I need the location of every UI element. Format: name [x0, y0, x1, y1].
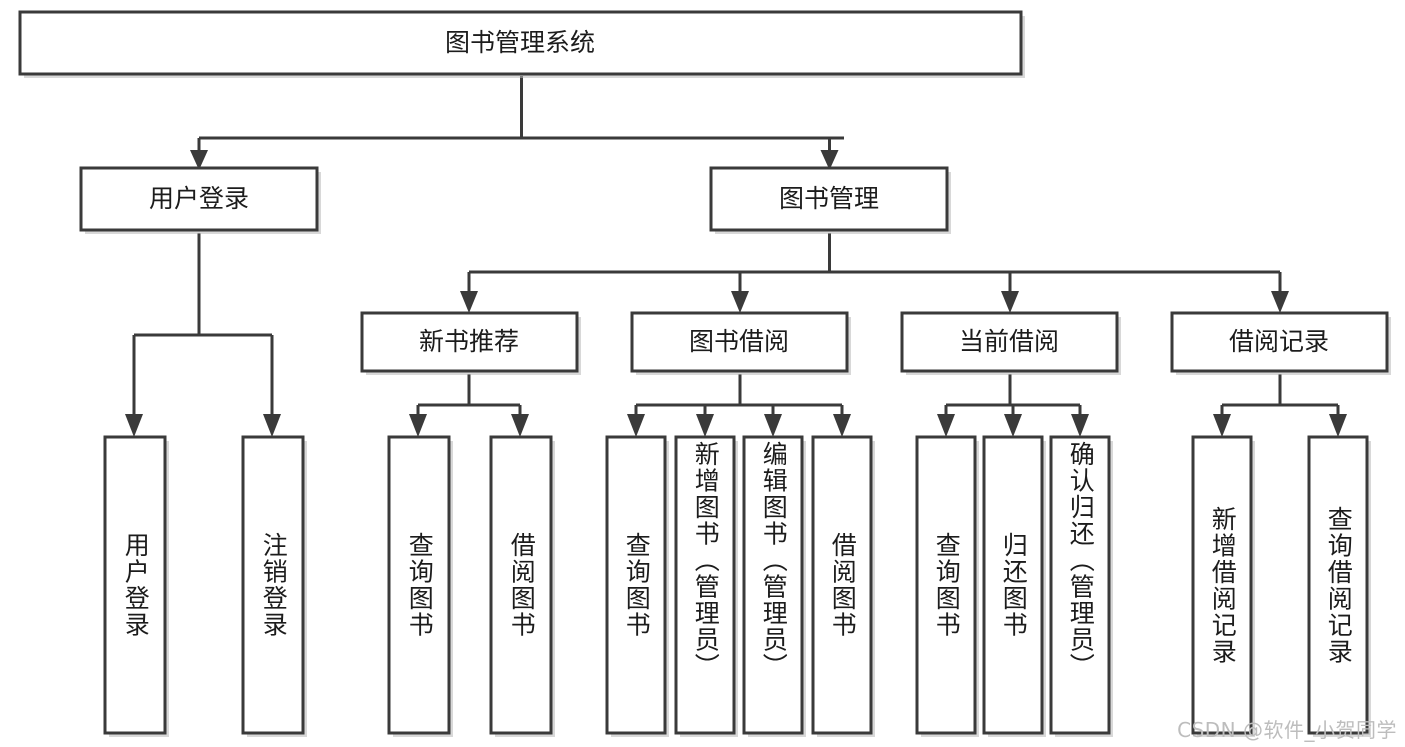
node-newbook-box[interactable] [360, 311, 579, 373]
node-current-box[interactable] [900, 311, 1119, 373]
arrow-head-login [190, 150, 208, 170]
arrow-head-leaf-13 [1329, 414, 1347, 437]
node-login[interactable]: 用户登录 [79, 166, 321, 234]
arrow-head-leaf-3 [409, 414, 427, 437]
arrow-head-leaf-7 [764, 414, 782, 437]
node-leaf-5-box[interactable] [605, 435, 667, 735]
edge-group-bookmgmt-children [460, 233, 1289, 313]
edge-group-root-to-level2 [190, 76, 844, 170]
node-bookmgmt-label: 图书管理 [779, 184, 879, 213]
node-leaf-6-box[interactable] [674, 435, 736, 735]
arrow-head-bookmgmt [820, 150, 839, 170]
node-root-label: 图书管理系统 [445, 28, 595, 57]
edge-group-current-children [937, 374, 1089, 437]
arrow-head-leaf-12 [1213, 414, 1231, 437]
arrow-head-newbook [460, 291, 478, 313]
arrow-head-leaf-1 [125, 414, 143, 437]
node-leaf-12-box[interactable] [1191, 435, 1253, 735]
arrow-head-borrow [731, 291, 749, 313]
node-borrow-box[interactable] [630, 311, 849, 373]
node-records-box[interactable] [1170, 311, 1389, 373]
node-bookmgmt[interactable]: 图书管理 [709, 166, 951, 234]
arrow-head-records [1271, 291, 1289, 313]
node-current-label: 当前借阅 [959, 327, 1059, 356]
arrow-head-leaf-11 [1071, 414, 1089, 437]
node-records-label: 借阅记录 [1229, 327, 1329, 356]
edge-group-borrow-children [627, 374, 851, 437]
node-login-box[interactable] [79, 166, 319, 232]
arrow-head-leaf-4 [511, 414, 529, 437]
arrow-head-current [1001, 291, 1019, 313]
node-newbook[interactable]: 新书推荐 [360, 311, 581, 375]
node-records[interactable]: 借阅记录 [1170, 311, 1391, 375]
node-leaf-11-box[interactable] [1049, 435, 1111, 735]
node-bookmgmt-box[interactable] [709, 166, 949, 232]
arrow-head-leaf-9 [937, 414, 955, 437]
node-leaf-2-box[interactable] [241, 435, 305, 735]
node-leaf-7-box[interactable] [742, 435, 804, 735]
node-newbook-label: 新书推荐 [419, 327, 519, 356]
arrow-head-leaf-10 [1004, 414, 1022, 437]
node-login-label: 用户登录 [149, 184, 249, 213]
node-leaf-8-box[interactable] [811, 435, 873, 735]
edge-group-records-children [1213, 374, 1347, 437]
edge-group-newbook-children [409, 374, 529, 437]
node-root[interactable]: 图书管理系统 [18, 10, 1025, 78]
watermark-label: CSDN @软件_小贺同学 [1177, 718, 1397, 742]
arrow-head-leaf-8 [833, 414, 851, 437]
node-leaf-13-box[interactable] [1307, 435, 1369, 735]
node-leaf-1-box[interactable] [103, 435, 167, 735]
arrow-head-leaf-2 [263, 414, 281, 437]
node-leaf-3-box[interactable] [387, 435, 451, 735]
node-leaf-10-box[interactable] [982, 435, 1044, 735]
node-borrow[interactable]: 图书借阅 [630, 311, 851, 375]
node-current[interactable]: 当前借阅 [900, 311, 1121, 375]
node-leaf-4-box[interactable] [489, 435, 553, 735]
node-root-box[interactable] [18, 10, 1023, 76]
arrow-head-leaf-5 [627, 414, 645, 437]
arrow-head-leaf-6 [696, 414, 714, 437]
node-leaf-9-box[interactable] [915, 435, 977, 735]
leaf-box-group [103, 435, 1371, 737]
edge-group-login-children [125, 233, 281, 437]
node-borrow-label: 图书借阅 [689, 327, 789, 356]
